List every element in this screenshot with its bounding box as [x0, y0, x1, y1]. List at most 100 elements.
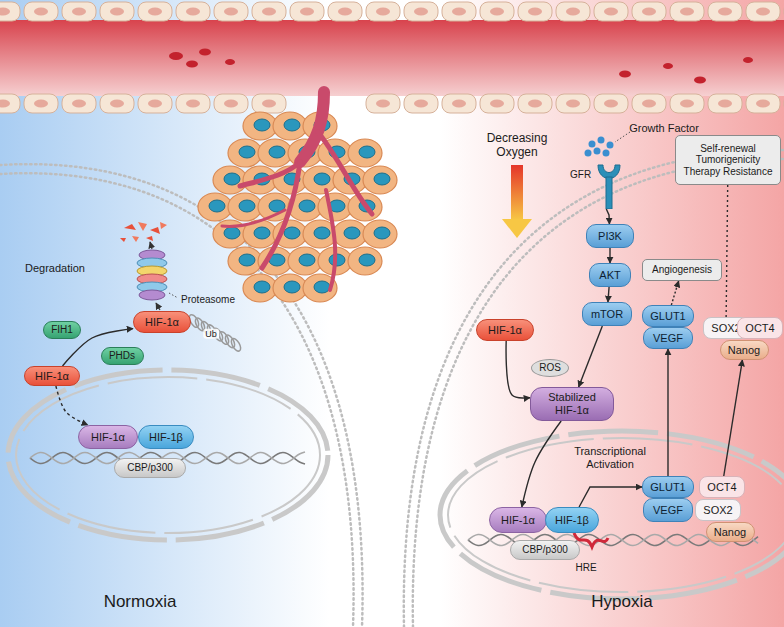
connector: [606, 209, 609, 224]
cell-nucleus: [148, 8, 162, 16]
tumor-cell-nucleus: [239, 254, 255, 266]
cell-nucleus: [376, 8, 390, 16]
endothelial-cell: [708, 2, 742, 21]
node-text: Angiogenesis: [652, 264, 712, 276]
tumor-cell: [228, 139, 262, 167]
cell-nucleus: [224, 100, 238, 108]
tumor-cell-nucleus: [374, 173, 390, 185]
vessel-wall: [0, 2, 784, 113]
receptor-shape: [596, 163, 622, 209]
cell-nucleus: [186, 8, 200, 16]
node-text: HIF-1α: [488, 324, 522, 337]
stabilized-hif1a: Stabilized HIF-1α: [530, 387, 614, 421]
vessel-branch: [240, 162, 300, 186]
leader-line: [615, 132, 630, 142]
connector: [726, 185, 728, 317]
cell-nucleus: [680, 100, 694, 108]
edge-label: Transcriptional Activation: [565, 445, 655, 470]
tumor-cell-nucleus: [239, 200, 255, 212]
endothelial-cell: [404, 94, 438, 113]
tumor-cell-nucleus: [299, 200, 315, 212]
tumor-cell-nucleus: [254, 281, 270, 293]
connector: [609, 248, 610, 263]
condition-title: Hypoxia: [591, 592, 652, 612]
tumor-cell-nucleus: [269, 146, 285, 158]
hif1a-protein: HIF-1α: [24, 366, 80, 386]
ubiquitin-ring: [229, 337, 242, 353]
cell-nucleus: [604, 8, 618, 16]
growth-factor-dot: [585, 150, 592, 157]
part-label: HRE: [575, 562, 596, 574]
endothelial-cell: [252, 2, 286, 21]
endothelial-cell: [214, 94, 248, 113]
growth-factor-receptor: GFR: [570, 163, 622, 209]
endothelial-cell: [176, 94, 210, 113]
tumor-cell: [258, 139, 292, 167]
gradient-label: Decreasing Oxygen: [480, 132, 554, 160]
vessel-lumen: [0, 20, 784, 96]
tumor-cell: [363, 166, 397, 194]
stemness-factor: Nanog: [720, 340, 769, 360]
node-text: OCT4: [707, 481, 736, 494]
target-gene: GLUT1: [642, 476, 694, 498]
fih1-enzyme: FIH1: [43, 321, 81, 339]
node-text: mTOR: [591, 308, 623, 321]
dna: [30, 452, 758, 546]
fragment: [124, 224, 136, 230]
tumor-cell: [288, 247, 322, 275]
fragment: [138, 222, 147, 231]
cell-nucleus: [604, 100, 618, 108]
endothelial-cell: [708, 94, 742, 113]
hif1a-nuclear: HIF-1α: [489, 507, 547, 533]
growth-factor-dot: [589, 141, 596, 148]
coactivator: CBP/p300: [510, 540, 580, 560]
cell-nucleus: [528, 100, 542, 108]
vessel-branch: [326, 190, 335, 290]
tumor-cell-nucleus: [344, 227, 360, 239]
growth-factor-dot: [603, 150, 610, 157]
node-text: Nanog: [714, 526, 746, 539]
endothelial-cell: [0, 2, 20, 21]
oxygen-arrow-shaft: [511, 165, 523, 220]
growth-factor-dot: [598, 137, 605, 144]
tumor-cell-nucleus: [299, 254, 315, 266]
endothelial-cell: [0, 94, 20, 113]
cell-membrane: [0, 173, 354, 627]
nuclear-envelope: [448, 438, 784, 592]
connector: [579, 487, 642, 507]
tumor-cell-nucleus: [209, 200, 225, 212]
debris: [120, 222, 167, 242]
cell-membrane: [0, 164, 363, 627]
fragment: [132, 236, 139, 242]
proteasome: [137, 250, 167, 300]
connector: [522, 421, 561, 507]
cell-nucleus: [452, 8, 466, 16]
endothelial-cell: [366, 94, 400, 113]
node-text: HIF-1α: [145, 316, 179, 329]
endothelial-cell: [138, 2, 172, 21]
receptor-cup: [598, 165, 620, 179]
growth-factor-dot: [607, 142, 614, 149]
receptor-stem: [606, 177, 612, 209]
cell-nucleus: [262, 8, 276, 16]
node-text: VEGF: [653, 504, 683, 517]
nuclear-envelope: [440, 431, 784, 599]
connector: [56, 386, 88, 425]
tumor-cell-nucleus: [284, 227, 300, 239]
phd-enzyme: PHDs: [101, 347, 144, 365]
growth-factor-dot: [594, 148, 601, 155]
ubiquitin-chain: [187, 313, 242, 352]
node-text: VEGF: [653, 332, 683, 345]
tumor-cell: [363, 220, 397, 248]
node-text: CBP/p300: [127, 462, 173, 474]
cell-nucleus: [756, 100, 770, 108]
tumor-cell: [243, 112, 277, 140]
endothelial-cell: [670, 2, 704, 21]
cell-nucleus: [110, 8, 124, 16]
endothelial-cell: [290, 2, 324, 21]
cell-nucleus: [718, 100, 732, 108]
cell-nucleus: [148, 100, 162, 108]
node-text: HIF-1β: [149, 431, 183, 444]
cell-nucleus: [490, 100, 504, 108]
